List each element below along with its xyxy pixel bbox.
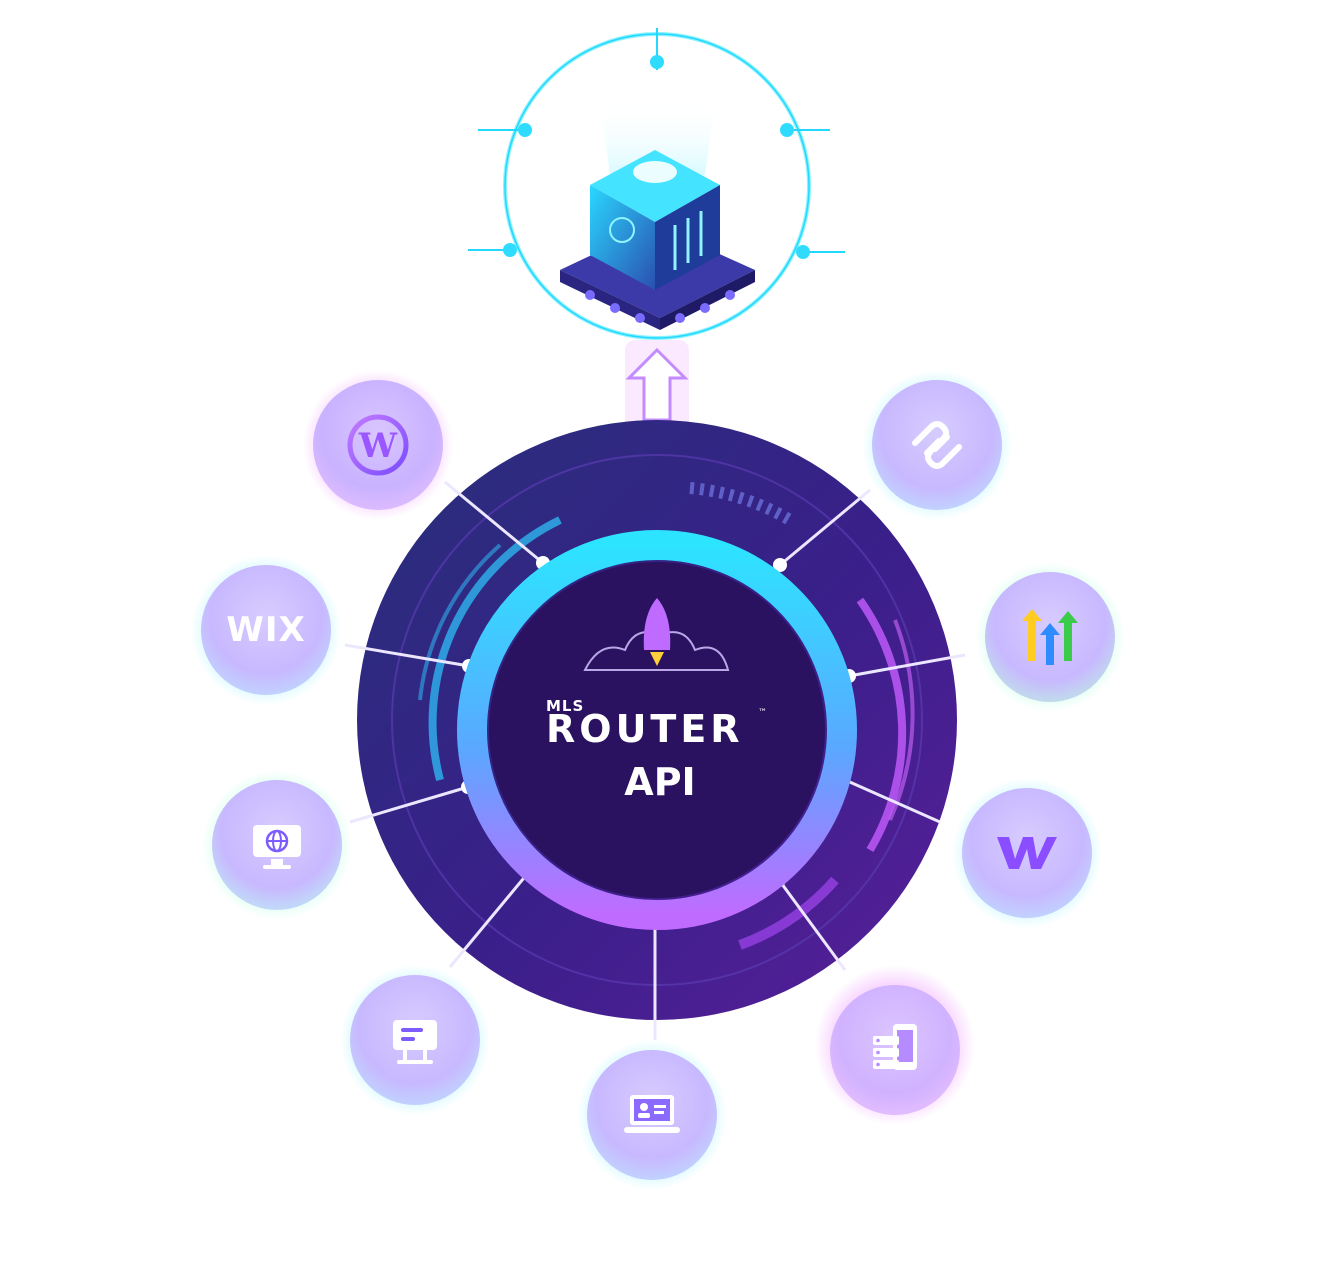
wix-logo: WIX xyxy=(226,610,306,650)
api-label: API xyxy=(624,760,696,804)
webflow-icon xyxy=(997,837,1057,869)
brand-trademark: ™ xyxy=(758,708,767,718)
wix-bubble[interactable]: WIX xyxy=(201,565,331,695)
server-mobile-icon xyxy=(873,1024,917,1070)
wordpress-icon: W xyxy=(347,414,409,476)
squarespace-bubble[interactable] xyxy=(872,380,1002,510)
monitor-globe-icon xyxy=(253,825,301,869)
highlevel-bubble[interactable] xyxy=(985,572,1115,702)
billboard-bubble[interactable] xyxy=(350,975,480,1105)
rocket-logo xyxy=(583,598,730,671)
spoke-lines xyxy=(344,480,966,1040)
server-mobile-bubble[interactable] xyxy=(830,985,960,1115)
brand-prefix: MLS xyxy=(546,697,585,715)
svg-text:W: W xyxy=(358,426,398,466)
billboard-icon xyxy=(393,1020,437,1064)
laptop-bubble[interactable] xyxy=(587,1050,717,1180)
server-tower-icon xyxy=(560,100,755,330)
website-bubble[interactable] xyxy=(212,780,342,910)
server-halo xyxy=(468,28,845,340)
highlevel-arrows-icon xyxy=(1022,609,1078,665)
webflow-bubble[interactable] xyxy=(962,788,1092,918)
hub-core xyxy=(457,530,857,930)
wordpress-bubble[interactable]: W xyxy=(313,380,443,510)
brand-name: ROUTER xyxy=(546,707,744,751)
squarespace-icon xyxy=(912,421,962,469)
laptop-profile-icon xyxy=(624,1095,680,1133)
